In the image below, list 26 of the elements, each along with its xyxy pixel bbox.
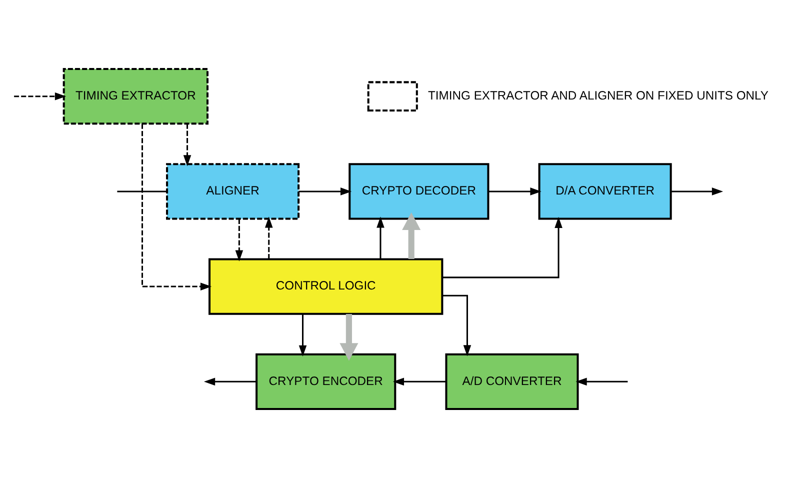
arrow [183, 124, 192, 166]
node-box: TIMING EXTRACTOR [62, 68, 208, 125]
arrow [488, 188, 542, 196]
arrow [141, 124, 212, 290]
arrow [402, 212, 421, 260]
legend-label: TIMING EXTRACTOR AND ALIGNER ON FIXED UNITS ONLY [428, 88, 768, 102]
arrow [392, 378, 446, 386]
connector [117, 190, 167, 192]
arrow [340, 314, 358, 361]
arrow [442, 216, 562, 278]
arrow [671, 188, 724, 196]
arrow [376, 216, 384, 260]
arrow [264, 216, 273, 260]
arrow [235, 218, 244, 262]
node-box: CONTROL LOGIC [208, 258, 444, 315]
node-box: A/D CONVERTER [445, 353, 579, 410]
arrow [204, 378, 256, 386]
arrow [298, 188, 352, 196]
node-box: D/A CONVERTER [538, 163, 672, 220]
arrow [14, 92, 66, 100]
node-box: CRYPTO ENCODER [256, 353, 396, 410]
arrow [442, 294, 472, 356]
arrow [298, 314, 307, 356]
node-box: CRYPTO DECODER [348, 163, 490, 220]
arrow [576, 378, 628, 386]
node-box: ALIGNER [166, 163, 300, 220]
